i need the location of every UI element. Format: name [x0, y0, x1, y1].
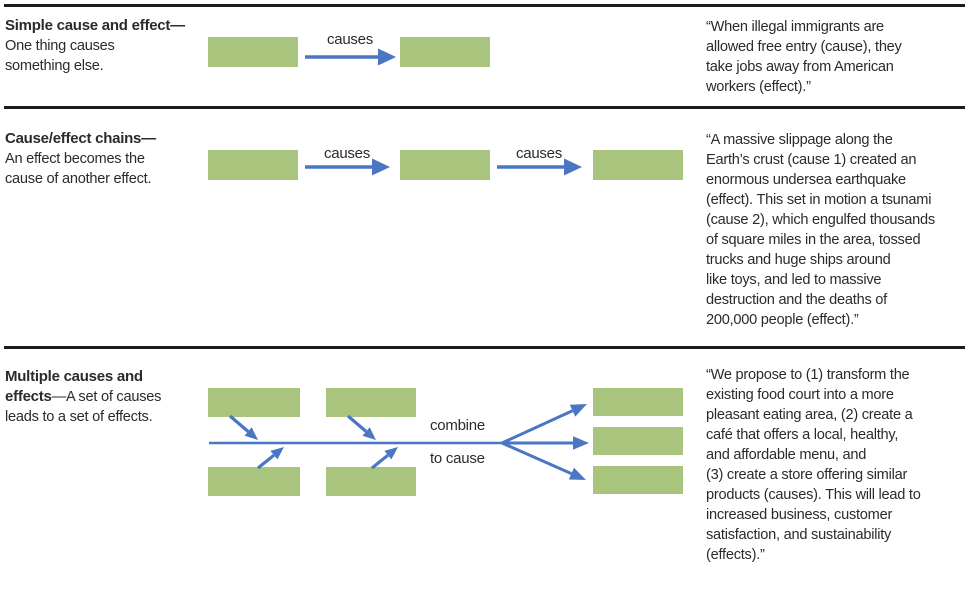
row3-heading-line2-bold: effects [5, 388, 52, 405]
row3-fan-arrow-bottom [501, 441, 586, 480]
row1-heading: Simple cause and effect— [5, 17, 185, 34]
row3-effect-box-1 [593, 388, 683, 416]
row2-arrow-label-1: causes [323, 145, 371, 162]
divider-rule-top [4, 4, 965, 7]
row2-label-block: Cause/effect chains— An effect becomes t… [5, 129, 215, 189]
row3-fan-arrow-top [501, 404, 587, 445]
row3-fan-arrow-middle [502, 436, 589, 450]
row2-cause-box [208, 150, 298, 180]
row3-cause-box-bottom-1 [208, 467, 300, 496]
row3-label-block: Multiple causes and effects—A set of cau… [5, 367, 215, 427]
row3-diagonal-arrow-up-2 [370, 447, 398, 470]
row2-effect-box [593, 150, 683, 180]
row3-diagonal-arrow-down-2 [346, 414, 376, 440]
divider-rule-middle [4, 106, 965, 109]
row2-heading: Cause/effect chains— [5, 130, 156, 147]
row2-middle-box [400, 150, 490, 180]
row3-diagonal-arrow-down-1 [228, 414, 258, 440]
row1-arrow-label: causes [326, 31, 374, 48]
row3-cause-box-top-2 [326, 388, 416, 417]
row3-heading-line2: effects—A set of causes [5, 387, 215, 407]
row3-to-cause-label: to cause [430, 450, 485, 467]
row3-effect-box-3 [593, 466, 683, 494]
row3-cause-box-bottom-2 [326, 467, 416, 496]
divider-rule-bottom [4, 346, 965, 349]
row3-diagonal-arrow-up-1 [256, 447, 284, 470]
row1-cause-box [208, 37, 298, 67]
row1-label-block: Simple cause and effect— One thing cause… [5, 16, 215, 76]
row1-effect-box [400, 37, 490, 67]
row3-combine-label: combine [430, 417, 485, 434]
row3-cause-box-top-1 [208, 388, 300, 417]
row3-description: leads to a set of effects. [5, 409, 153, 425]
row3-heading-line1: Multiple causes and [5, 368, 143, 385]
row2-arrow-label-2: causes [515, 145, 563, 162]
row3-effect-box-2 [593, 427, 683, 455]
row3-heading-line2-rest: —A set of causes [51, 389, 162, 405]
row1-causes-arrow [305, 48, 396, 66]
